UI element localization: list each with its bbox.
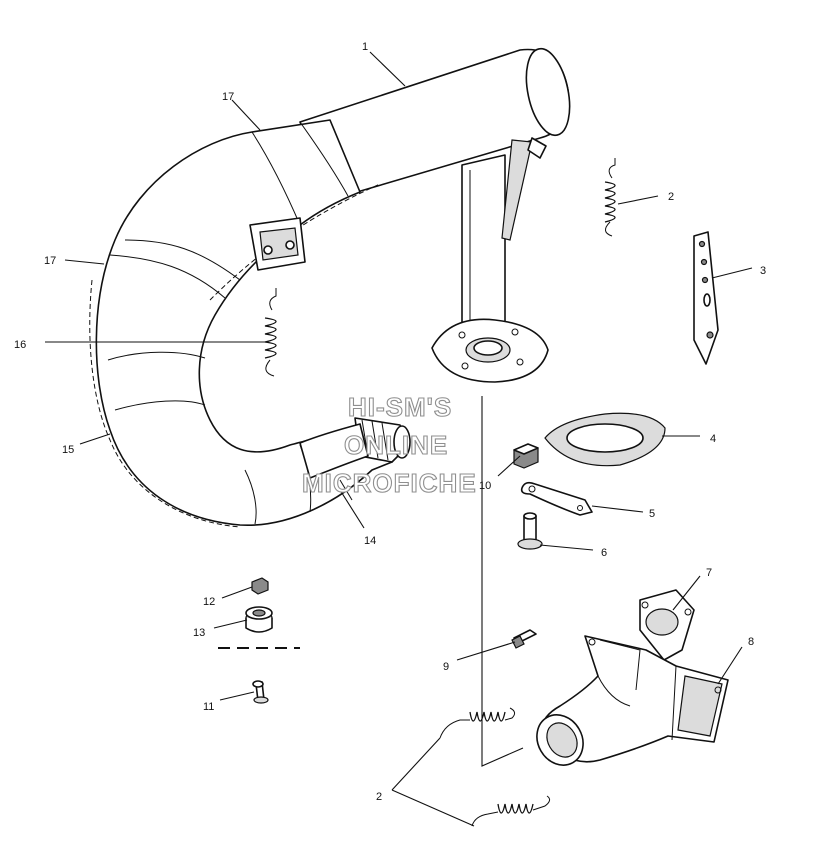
- callout-14: 14: [364, 535, 376, 547]
- spring-bottom-upper: [439, 707, 516, 739]
- callout-3: 3: [760, 265, 766, 277]
- watermark: HI-SM'S ONLINE MICROFICHE: [301, 391, 477, 498]
- nut-part-12: [251, 577, 269, 595]
- nut-part-10: [513, 443, 539, 469]
- callout-9: 9: [443, 661, 449, 673]
- bolt-part-9: [511, 629, 537, 649]
- watermark-line-2: ONLINE: [344, 430, 448, 460]
- spacer-part-13: [245, 606, 273, 633]
- callout-2-top: 2: [668, 191, 674, 203]
- callout-8: 8: [748, 636, 754, 648]
- callout-5: 5: [649, 508, 655, 520]
- center-line: [481, 396, 524, 767]
- watermark-line-3: MICROFICHE: [302, 468, 477, 498]
- callout-12: 12: [203, 596, 215, 608]
- gasket-part-4: [544, 412, 666, 467]
- gasket-part-7: [639, 589, 695, 661]
- callout-17-left: 17: [44, 255, 56, 267]
- callout-17-top: 17: [222, 91, 234, 103]
- expansion-chamber-part-15: [89, 119, 411, 528]
- callout-16: 16: [14, 339, 26, 351]
- callout-11: 11: [203, 701, 214, 713]
- callout-4: 4: [710, 433, 716, 445]
- spring-top-right: [604, 158, 616, 237]
- muffler-part-1: [299, 47, 571, 383]
- callout-7: 7: [706, 567, 712, 579]
- spring-part-16: [264, 288, 277, 377]
- tab-part-5: [520, 481, 593, 516]
- callout-1: 1: [362, 41, 368, 53]
- leader-lines: [45, 51, 753, 827]
- bracket-part-3: [693, 231, 719, 365]
- callout-6: 6: [601, 547, 607, 559]
- callout-2-bottom: 2: [376, 791, 382, 803]
- callout-13: 13: [193, 627, 205, 639]
- callout-labels: 1 2 3 4 5 6 7 8 9 10 11 12 13 14 15 16 1…: [14, 41, 766, 803]
- callout-15: 15: [62, 444, 74, 456]
- callout-10: 10: [479, 480, 491, 492]
- watermark-line-1: HI-SM'S: [348, 392, 452, 422]
- spring-bottom-lower: [471, 795, 551, 827]
- manifold-part-8: [536, 635, 729, 766]
- stud-part-6: [517, 512, 543, 550]
- bolt-part-11: [252, 680, 269, 704]
